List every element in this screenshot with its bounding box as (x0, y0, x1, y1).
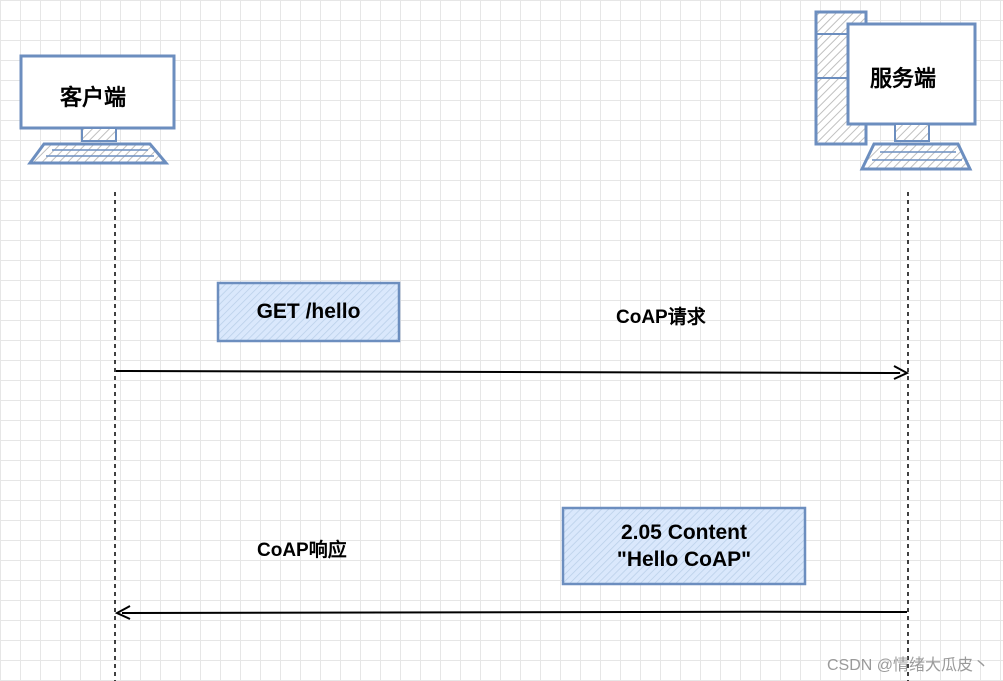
request-arrow (115, 365, 910, 380)
request-box (216, 281, 401, 343)
watermark: CSDN @情绪大瓜皮丶 (826, 657, 989, 674)
client-computer-icon (19, 54, 176, 165)
request-label: CoAP请求 (616, 307, 706, 328)
request-box-text: GET /hello (256, 300, 361, 323)
response-label: CoAP响应 (257, 540, 347, 561)
response-box-line2: "Hello CoAP" (616, 548, 752, 571)
client-label: 客户端 (60, 85, 127, 110)
server-label: 服务端 (870, 66, 937, 91)
response-arrow (114, 605, 908, 620)
server-computer-icon (814, 10, 977, 171)
response-box-line1: 2.05 Content (620, 521, 748, 544)
response-box (561, 506, 807, 586)
